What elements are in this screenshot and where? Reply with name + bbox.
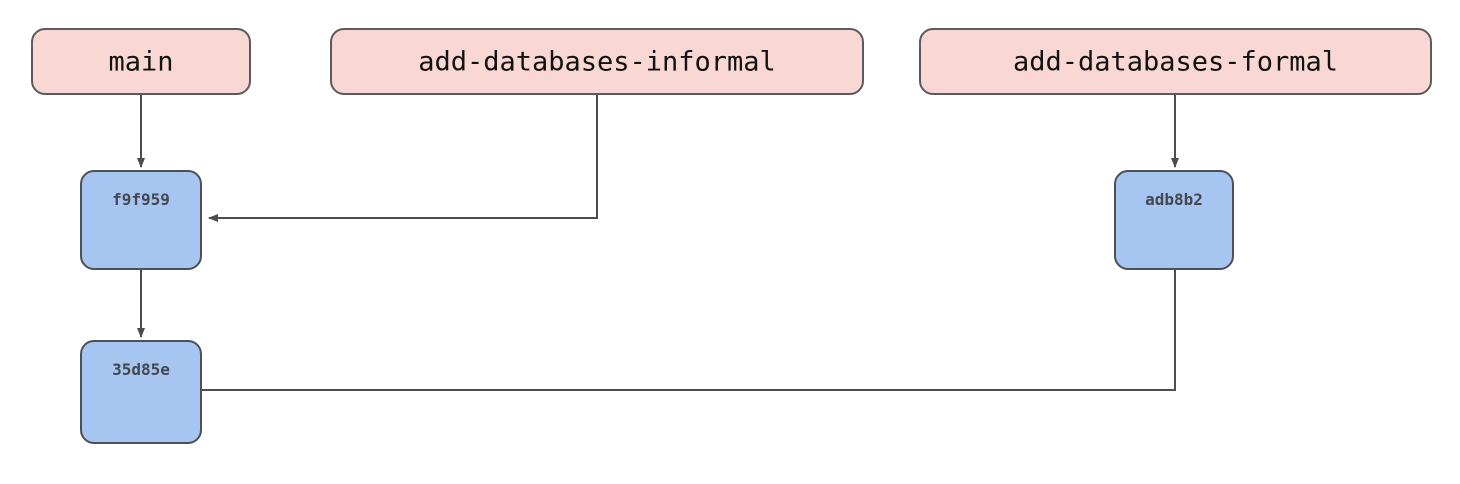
node-label: main (108, 46, 174, 77)
node-label: adb8b2 (1145, 190, 1203, 209)
edge-35d85e-to-adb8b2 (202, 270, 1176, 391)
node-label: add-databases-formal (1012, 46, 1339, 77)
branch-node-main[interactable]: main (31, 28, 251, 95)
edge-informal-to-f9f959 (208, 95, 598, 222)
branch-node-add-databases-formal[interactable]: add-databases-formal (919, 28, 1432, 95)
commit-node-adb8b2[interactable]: adb8b2 (1114, 170, 1234, 270)
node-label: f9f959 (112, 190, 170, 209)
commit-node-f9f959[interactable]: f9f959 (80, 170, 202, 270)
commit-node-35d85e[interactable]: 35d85e (80, 340, 202, 444)
node-label: add-databases-informal (418, 46, 776, 77)
node-label: 35d85e (112, 360, 170, 379)
branch-node-add-databases-informal[interactable]: add-databases-informal (330, 28, 864, 95)
edge-group (137, 95, 1179, 391)
